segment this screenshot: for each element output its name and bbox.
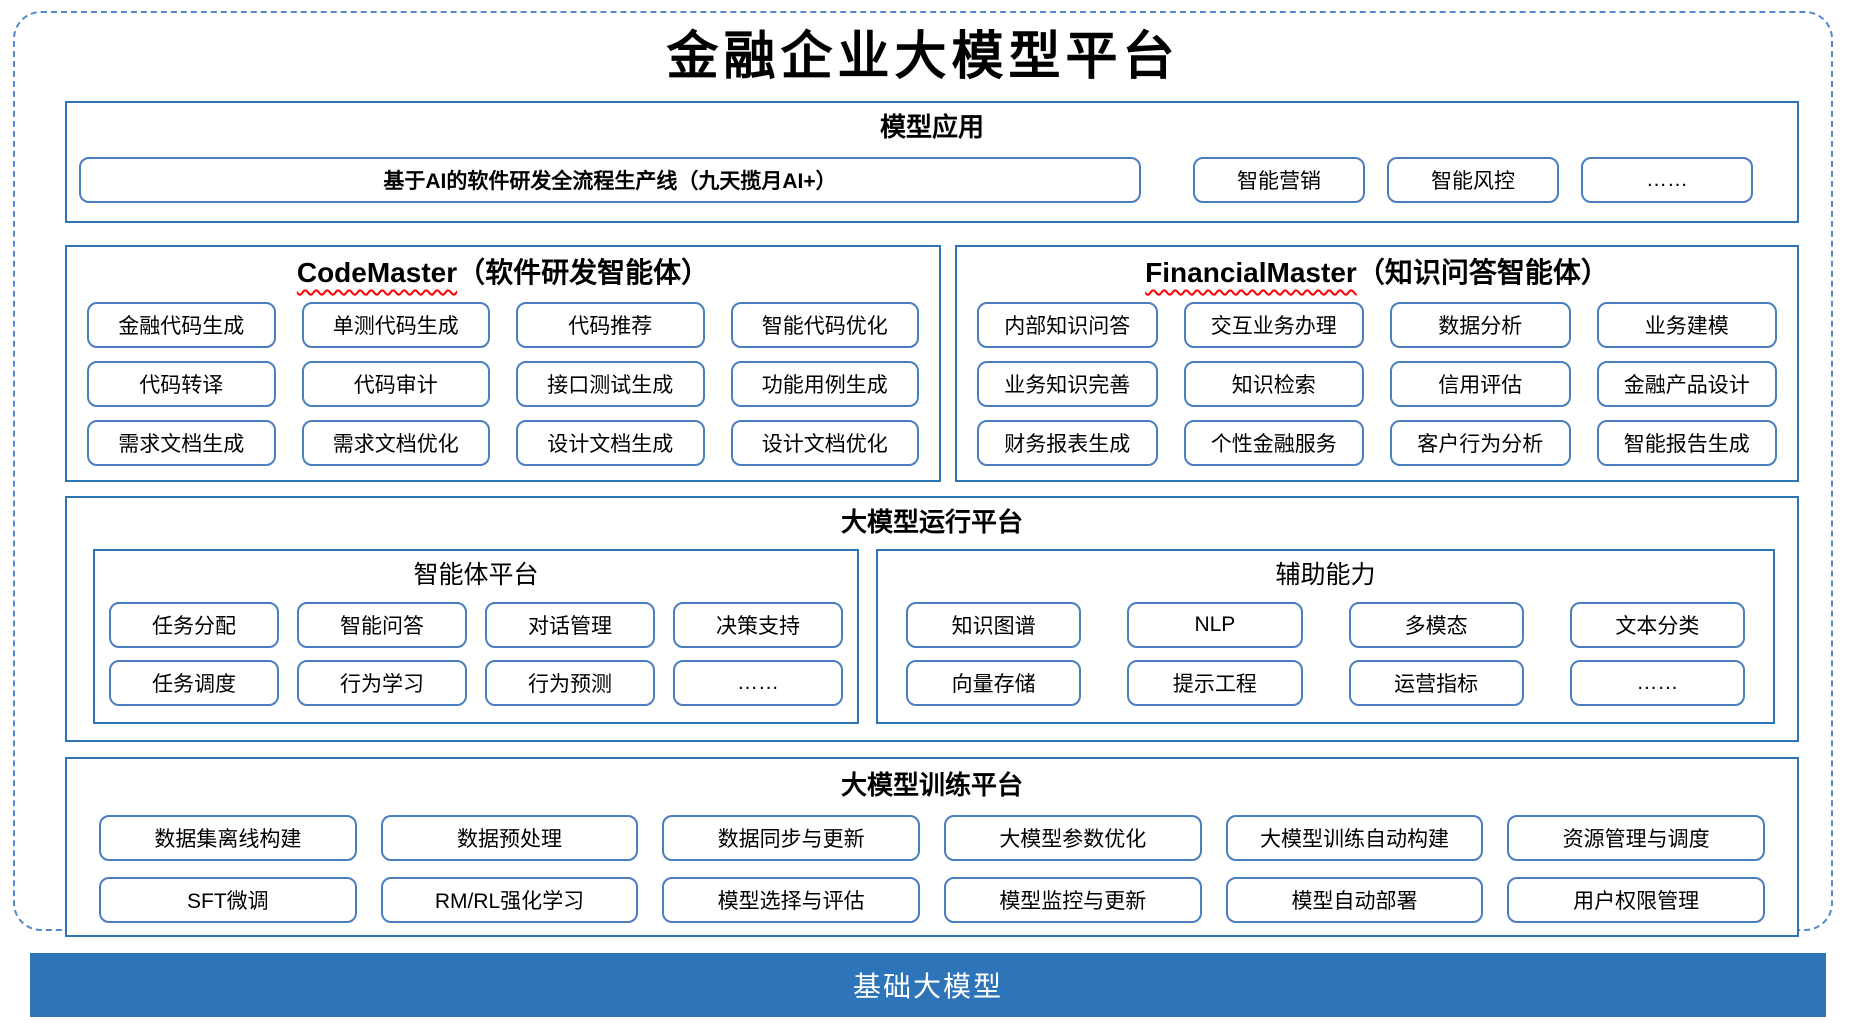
- financialmaster-item: 交互业务办理: [1183, 301, 1364, 348]
- agents-row: CodeMaster（软件研发智能体） 金融代码生成 单测代码生成 代码推荐 智…: [65, 245, 1799, 482]
- training-item: RM/RL强化学习: [380, 876, 639, 923]
- runtime-row: 智能体平台 任务分配 智能问答 对话管理 决策支持 任务调度 行为学习 行为预测…: [67, 539, 1797, 724]
- auxiliary-item: NLP: [1127, 601, 1303, 648]
- financialmaster-item: 数据分析: [1390, 301, 1571, 348]
- auxiliary-item: 提示工程: [1127, 659, 1303, 706]
- financialmaster-item: 智能报告生成: [1596, 419, 1777, 466]
- model-applications-header: 模型应用: [879, 112, 984, 143]
- subsection-auxiliary-capabilities: 辅助能力 知识图谱 NLP 多模态 文本分类 向量存储 提示工程 运营指标 ……: [876, 549, 1775, 724]
- training-item: 大模型参数优化: [943, 814, 1202, 861]
- agent-platform-item: 决策支持: [673, 601, 843, 648]
- codemaster-item: 代码审计: [301, 360, 490, 407]
- section-codemaster: CodeMaster（软件研发智能体） 金融代码生成 单测代码生成 代码推荐 智…: [65, 245, 941, 482]
- training-item: 模型监控与更新: [943, 876, 1202, 923]
- codemaster-item: 需求文档优化: [301, 419, 490, 466]
- model-applications-row: 基于AI的软件研发全流程生产线（九天揽月AI+） 智能营销 智能风控 ……: [67, 145, 1797, 205]
- financialmaster-item: 内部知识问答: [977, 301, 1158, 348]
- training-item: 资源管理与调度: [1507, 814, 1765, 861]
- financialmaster-item: 财务报表生成: [977, 419, 1158, 466]
- codemaster-item: 金融代码生成: [87, 301, 276, 348]
- section-financialmaster: FinancialMaster（知识问答智能体） 内部知识问答 交互业务办理 数…: [955, 245, 1799, 482]
- platform-frame: 金融企业大模型平台 模型应用 基于AI的软件研发全流程生产线（九天揽月AI+） …: [13, 11, 1833, 937]
- financialmaster-title: FinancialMaster（知识问答智能体）: [977, 253, 1777, 301]
- agent-platform-item: 智能问答: [297, 601, 467, 648]
- codemaster-item: 功能用例生成: [730, 360, 919, 407]
- diagram-title: 金融企业大模型平台: [666, 29, 1180, 86]
- financialmaster-title-zh: （知识问答智能体）: [1356, 257, 1609, 289]
- codemaster-item: 设计文档优化: [730, 419, 919, 466]
- training-item: 模型选择与评估: [662, 876, 920, 923]
- app-item-ellipsis: ……: [1581, 157, 1753, 204]
- financialmaster-item: 业务知识完善: [977, 360, 1158, 407]
- subsection-agent-platform: 智能体平台 任务分配 智能问答 对话管理 决策支持 任务调度 行为学习 行为预测…: [93, 549, 859, 724]
- agent-platform-item: 对话管理: [485, 601, 655, 648]
- agent-platform-header: 智能体平台: [413, 561, 539, 590]
- training-platform-grid: 数据集离线构建 数据预处理 数据同步与更新 大模型参数优化 大模型训练自动构建 …: [67, 803, 1797, 923]
- codemaster-title-zh: （软件研发智能体）: [457, 257, 710, 289]
- financialmaster-item: 客户行为分析: [1390, 419, 1571, 466]
- auxiliary-capabilities-header: 辅助能力: [1275, 561, 1376, 590]
- codemaster-title: CodeMaster（软件研发智能体）: [87, 253, 919, 301]
- agent-platform-item: 任务分配: [109, 601, 279, 648]
- codemaster-item: 智能代码优化: [730, 301, 919, 348]
- financialmaster-item: 金融产品设计: [1596, 360, 1777, 407]
- training-item: SFT微调: [99, 876, 357, 923]
- codemaster-item: 单测代码生成: [301, 301, 490, 348]
- financialmaster-item: 业务建模: [1596, 301, 1777, 348]
- app-item-marketing: 智能营销: [1193, 157, 1365, 204]
- base-model-bar: 基础大模型: [30, 953, 1826, 1017]
- codemaster-item: 需求文档生成: [87, 419, 276, 466]
- financialmaster-grid: 内部知识问答 交互业务办理 数据分析 业务建模 业务知识完善 知识检索 信用评估…: [977, 301, 1777, 466]
- codemaster-item: 设计文档生成: [516, 419, 705, 466]
- auxiliary-item: 向量存储: [906, 659, 1082, 706]
- codemaster-item: 代码推荐: [516, 301, 705, 348]
- financialmaster-title-en: FinancialMaster: [1145, 257, 1357, 289]
- codemaster-item: 代码转译: [87, 360, 276, 407]
- financialmaster-item: 个性金融服务: [1183, 419, 1364, 466]
- training-item: 大模型训练自动构建: [1225, 814, 1484, 861]
- financialmaster-item: 信用评估: [1390, 360, 1571, 407]
- training-item: 数据预处理: [380, 814, 639, 861]
- app-item-risk: 智能风控: [1387, 157, 1559, 204]
- agent-platform-item: 行为预测: [485, 659, 655, 706]
- agent-platform-item: ……: [673, 659, 843, 706]
- agent-platform-grid: 任务分配 智能问答 对话管理 决策支持 任务调度 行为学习 行为预测 ……: [109, 601, 843, 706]
- auxiliary-item: 知识图谱: [906, 601, 1082, 648]
- agent-platform-item: 任务调度: [109, 659, 279, 706]
- section-training-platform: 大模型训练平台 数据集离线构建 数据预处理 数据同步与更新 大模型参数优化 大模…: [65, 756, 1799, 937]
- section-runtime-platform: 大模型运行平台 智能体平台 任务分配 智能问答 对话管理 决策支持 任务调度 行…: [65, 495, 1799, 742]
- training-platform-header: 大模型训练平台: [840, 769, 1023, 800]
- auxiliary-capabilities-grid: 知识图谱 NLP 多模态 文本分类 向量存储 提示工程 运营指标 ……: [892, 601, 1759, 706]
- codemaster-item: 接口测试生成: [516, 360, 705, 407]
- auxiliary-item: 运营指标: [1348, 659, 1524, 706]
- runtime-platform-header: 大模型运行平台: [840, 506, 1023, 537]
- training-item: 数据同步与更新: [662, 814, 920, 861]
- auxiliary-item: 多模态: [1348, 601, 1524, 648]
- codemaster-title-en: CodeMaster: [296, 257, 458, 289]
- agent-platform-item: 行为学习: [297, 659, 467, 706]
- base-model-label: 基础大模型: [852, 971, 1003, 1002]
- auxiliary-item: 文本分类: [1569, 601, 1745, 648]
- auxiliary-item: ……: [1569, 659, 1745, 706]
- codemaster-grid: 金融代码生成 单测代码生成 代码推荐 智能代码优化 代码转译 代码审计 接口测试…: [87, 301, 919, 466]
- app-main-pipeline-item: 基于AI的软件研发全流程生产线（九天揽月AI+）: [79, 157, 1141, 204]
- training-item: 数据集离线构建: [99, 814, 357, 861]
- financialmaster-item: 知识检索: [1183, 360, 1364, 407]
- training-item: 用户权限管理: [1507, 876, 1765, 923]
- training-item: 模型自动部署: [1225, 876, 1484, 923]
- section-model-applications: 模型应用 基于AI的软件研发全流程生产线（九天揽月AI+） 智能营销 智能风控 …: [65, 101, 1799, 224]
